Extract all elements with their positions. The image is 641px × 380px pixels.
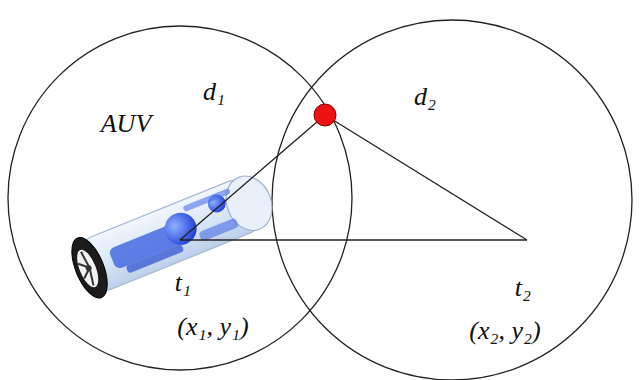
- target-dot: [314, 104, 336, 126]
- baseline: [180, 239, 527, 240]
- distance-label: d₂: [414, 83, 436, 112]
- vehicle-label: AUV: [101, 110, 152, 139]
- distance-line: [325, 115, 527, 240]
- auv-vehicle: [65, 165, 282, 302]
- coordinate-label: (x₁, y₁): [177, 313, 248, 342]
- range-circle: [272, 20, 632, 380]
- range-circle: [8, 26, 352, 370]
- coordinate-label: (x₂, y₂): [469, 317, 540, 346]
- distance-label: d₁: [203, 78, 225, 107]
- distance-line: [180, 115, 325, 240]
- position-label: t₂: [515, 274, 531, 303]
- position-label: t₁: [175, 269, 191, 298]
